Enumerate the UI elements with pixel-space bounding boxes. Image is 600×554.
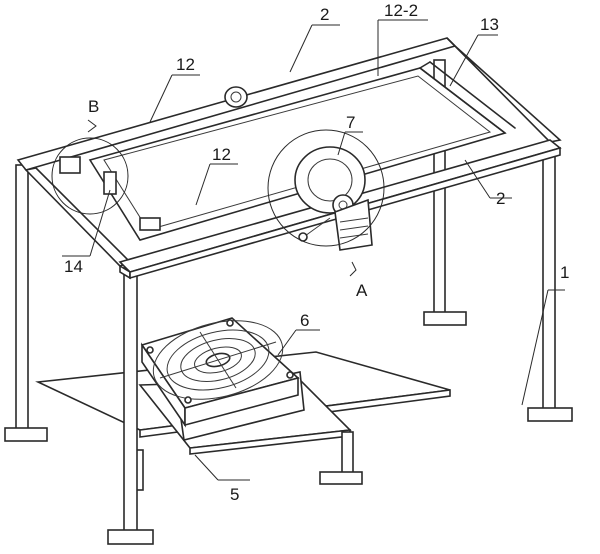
fan-6 bbox=[140, 317, 305, 441]
motor-assembly-7 bbox=[294, 146, 373, 251]
label-13: 13 bbox=[480, 15, 499, 34]
label-1: 1 bbox=[560, 263, 569, 282]
back-roller bbox=[224, 86, 248, 108]
detail-circle-b bbox=[51, 137, 129, 215]
label-7: 7 bbox=[346, 113, 355, 132]
label-14: 14 bbox=[64, 257, 83, 276]
label-2-top: 2 bbox=[320, 5, 329, 24]
label-12-back: 12 bbox=[176, 55, 195, 74]
label-a: A bbox=[356, 281, 368, 300]
detail-circle-a bbox=[267, 129, 385, 247]
label-b: B bbox=[88, 97, 99, 116]
leader-lines bbox=[62, 19, 565, 481]
back-right-leg bbox=[527, 149, 573, 422]
part-labels: 1 2 2 5 6 7 12 12 12-2 13 14 A B bbox=[64, 1, 569, 504]
sliding-frame-12 bbox=[88, 61, 516, 241]
label-6: 6 bbox=[300, 311, 309, 330]
front-right-leg bbox=[107, 267, 154, 545]
label-12-2: 12-2 bbox=[384, 1, 418, 20]
label-2-right: 2 bbox=[496, 189, 505, 208]
clamp-detail-b-part bbox=[59, 156, 117, 195]
label-12-front: 12 bbox=[212, 145, 231, 164]
front-left-leg bbox=[4, 164, 48, 442]
label-5: 5 bbox=[230, 485, 239, 504]
